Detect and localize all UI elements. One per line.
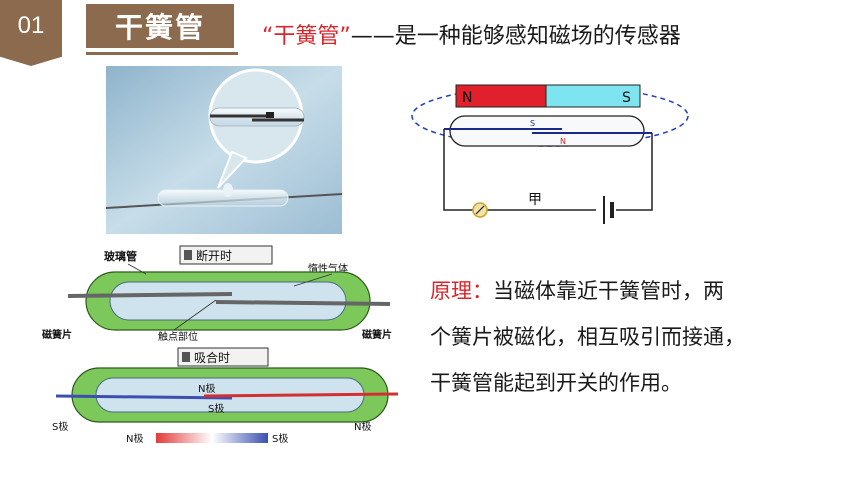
polarity-gradient-bar — [156, 433, 268, 443]
open-tag-box — [179, 245, 273, 265]
lamp-label: 甲 — [528, 192, 542, 208]
section-title: 干簧管 — [114, 11, 205, 44]
principle-line-1: 原理：当磁体靠近干簧管时，两 — [430, 279, 724, 303]
closed-blade-left — [55, 394, 233, 400]
reed-s-label: S — [530, 119, 535, 128]
headline-rest: ——是一种能够感知磁场的传感器 — [350, 24, 681, 49]
reed-right-label: 磁簧片 — [362, 328, 392, 341]
magnet-south — [545, 84, 641, 108]
gradient-right-label: S极 — [272, 432, 288, 445]
circuit-wire-right — [616, 133, 653, 211]
right-end-pole: N极 — [354, 420, 371, 433]
circuit-wire-left — [443, 129, 596, 211]
magnet-s-label: S — [622, 90, 631, 106]
reed-tube — [449, 115, 645, 147]
principle-line-3: 干簧管能起到开关的作用。 — [430, 371, 682, 395]
reed-switch-photo — [106, 66, 342, 234]
reed-left-label: 磁簧片 — [42, 328, 72, 341]
contact-n-pole: N极 — [198, 382, 215, 395]
principle-label: 原理： — [430, 279, 493, 303]
closed-blade-right — [203, 392, 399, 398]
headline: “干簧管”——是一种能够感知磁场的传感器 — [262, 18, 681, 50]
closed-tag-box — [177, 347, 269, 367]
reed-open-diagram: 断开时 玻璃管 惰性气体 磁簧片 触点部位 磁簧片 — [42, 245, 392, 343]
reed-blade-right — [215, 300, 391, 306]
closed-tag: 吸合时 — [194, 350, 230, 365]
principle-text: 原理：当磁体靠近干簧管时，两 个簧片被磁化，相互吸引而接通， 干簧管能起到开关的… — [430, 268, 830, 406]
reed-n-label: N — [560, 137, 566, 146]
section-number: 01 — [17, 12, 45, 39]
reed-blade-left — [67, 292, 233, 298]
magnet-circuit-diagram: N S S N 甲 — [411, 84, 689, 224]
headline-term: “干簧管” — [262, 24, 351, 49]
open-tag: 断开时 — [196, 248, 232, 263]
reed-closed-diagram: 吸合时 N极 S极 S极 N极 N极 S极 — [52, 347, 399, 445]
contact-label: 触点部位 — [158, 330, 198, 343]
section-badge: 01 — [0, 0, 62, 66]
principle-line-2: 个簧片被磁化，相互吸引而接通， — [430, 325, 745, 349]
section-title-box: 干簧管 — [86, 4, 234, 48]
glass-tube-label: 玻璃管 — [104, 249, 137, 263]
magnet-n-label: N — [462, 90, 472, 106]
title-underline — [86, 52, 238, 55]
contact-s-pole: S极 — [208, 402, 224, 415]
gradient-left-label: N极 — [126, 432, 143, 445]
left-end-pole: S极 — [52, 420, 68, 433]
